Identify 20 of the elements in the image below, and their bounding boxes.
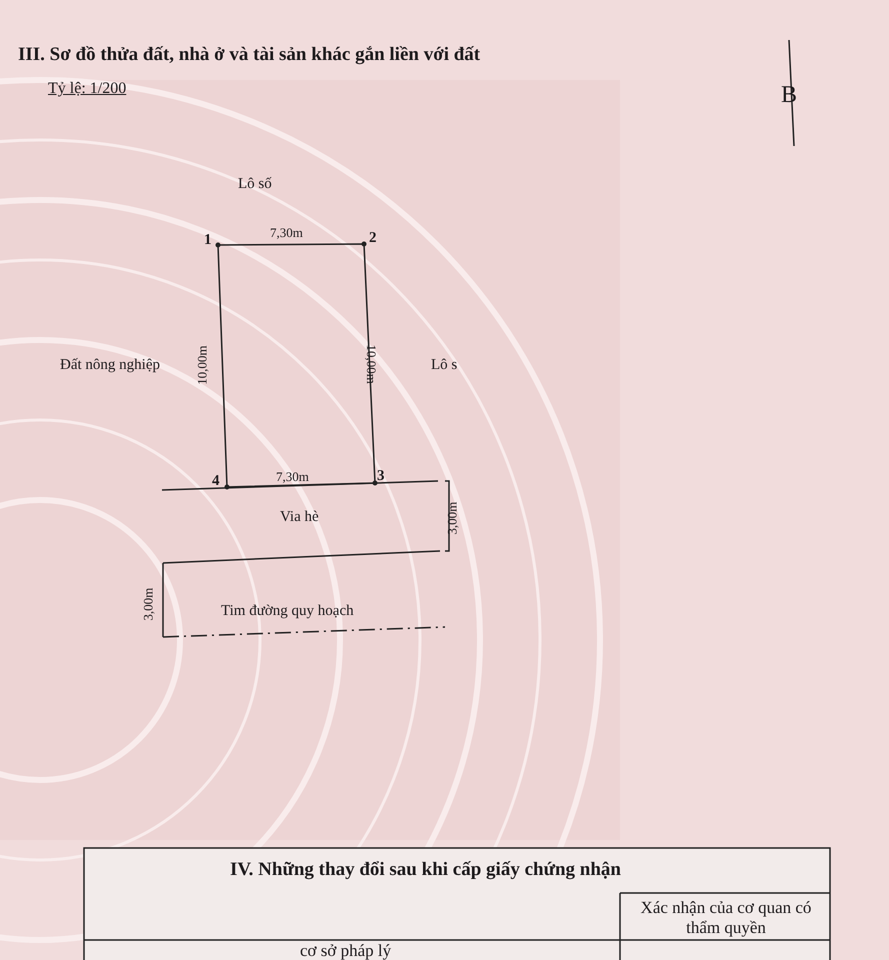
side-length: 7,30m — [270, 226, 303, 240]
side-length: 7,30m — [276, 470, 309, 484]
lot-label: Lô s — [431, 357, 458, 374]
road-area-label: Via hè — [280, 509, 319, 526]
table-cell-text: cơ sở pháp lý — [300, 942, 392, 960]
scale-text: Tỷ lệ: 1/200 — [48, 80, 126, 98]
dimension-label: 3,00m — [445, 502, 460, 535]
corner-number: 2 — [369, 230, 376, 246]
corner-number: 4 — [212, 473, 220, 490]
table-heading: IV. Những thay đổi sau khi cấp giấy chứng nhận — [230, 860, 621, 881]
corner-number: 3 — [377, 468, 384, 484]
adjacent-land-label: Đất nông nghiệp — [60, 357, 160, 374]
section-title: III. Sơ đồ thửa đất, nhà ở và tài sản khác gắn liền với đất — [18, 44, 480, 66]
dimension-label: 3,00m — [141, 588, 156, 621]
corner-number: 1 — [204, 232, 212, 248]
table-header-cell-text: Xác nhận của cơ quan có thẩm quyền — [640, 898, 812, 939]
side-length: 10,00m — [364, 344, 378, 384]
side-length: 10,00m — [196, 345, 210, 385]
lot-label: Lô số — [238, 176, 272, 192]
centerline-label: Tim đường quy hoạch — [221, 603, 354, 620]
